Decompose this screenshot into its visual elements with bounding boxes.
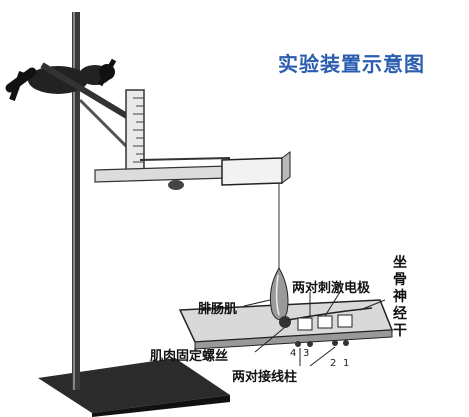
stand-rod	[72, 12, 80, 390]
gastrocnemius	[269, 267, 289, 320]
diagram-title: 实验装置示意图	[278, 52, 425, 76]
label-binding-posts: 两对接线柱	[232, 370, 298, 385]
stand-base	[38, 358, 230, 413]
electrode-pair-1	[297, 317, 313, 331]
terminal-number-2: 2	[330, 358, 337, 369]
electrode-pair-2	[317, 315, 333, 329]
lever-bar	[94, 165, 229, 183]
arm	[40, 62, 132, 121]
label-muscle-screw: 肌肉固定螺丝	[150, 349, 229, 364]
terminal-number-4: 4	[290, 348, 297, 359]
label-sciatic-nerve: 坐骨神经干	[393, 255, 407, 339]
label-gastrocnemius: 腓肠肌	[198, 302, 238, 317]
binding-posts	[295, 340, 349, 347]
terminal-number-1: 1	[343, 358, 350, 369]
terminal-number-3: 3	[303, 348, 310, 359]
transducer-box	[221, 157, 283, 186]
muscle-screw	[279, 316, 291, 328]
label-stim-electrodes: 两对刺激电极	[292, 281, 371, 296]
